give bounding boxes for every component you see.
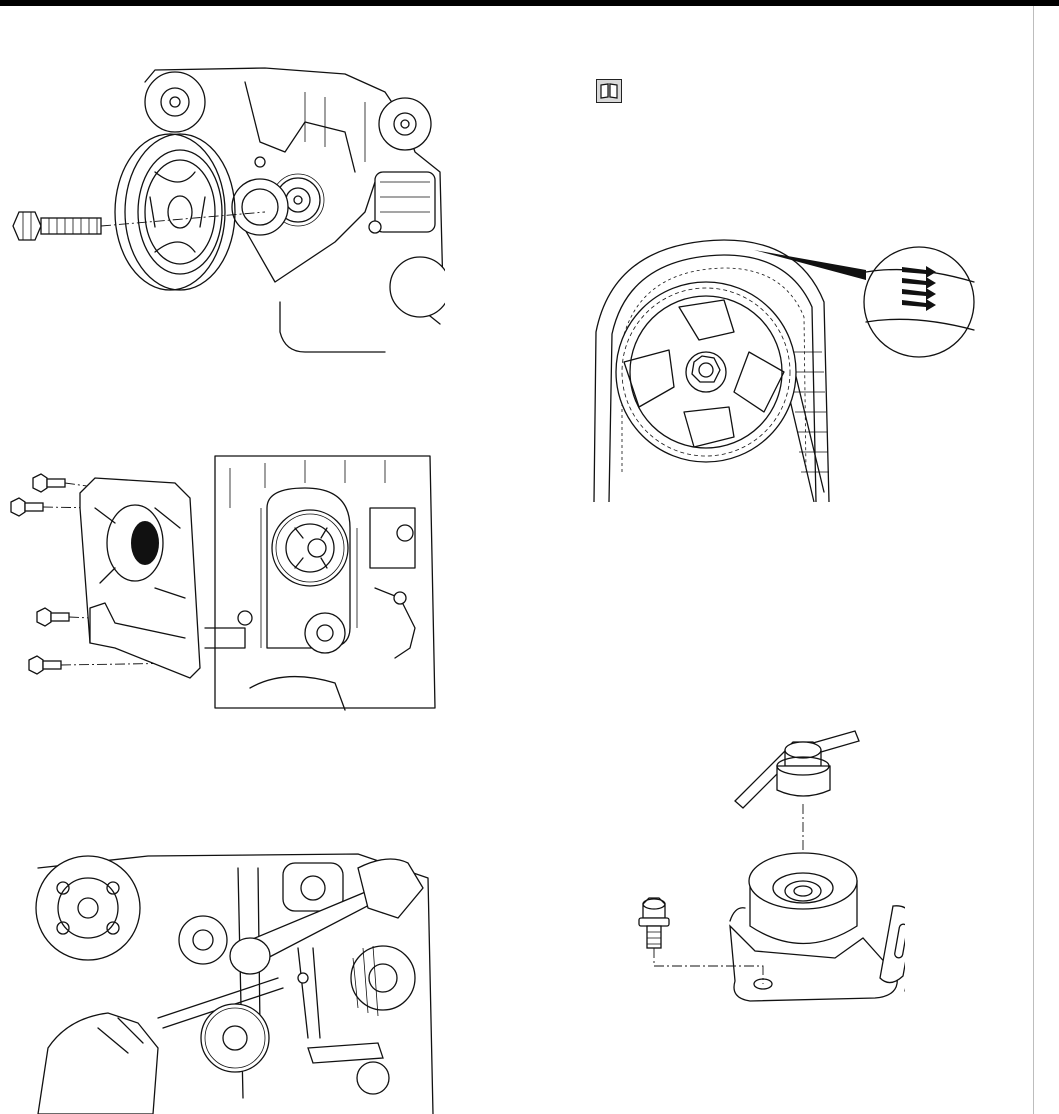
column-divider bbox=[1033, 6, 1034, 1114]
crankshaft-pulley-illustration bbox=[5, 62, 445, 354]
timing-belt-direction-arrows-illustration bbox=[584, 222, 1004, 502]
manual-reference-book-icon bbox=[596, 79, 622, 103]
wrench-tensioner-illustration bbox=[28, 848, 435, 1114]
tensioner-pulley-illustration bbox=[635, 726, 905, 1016]
header-bar bbox=[0, 0, 1059, 6]
timing-belt-cover-illustration bbox=[5, 448, 440, 718]
